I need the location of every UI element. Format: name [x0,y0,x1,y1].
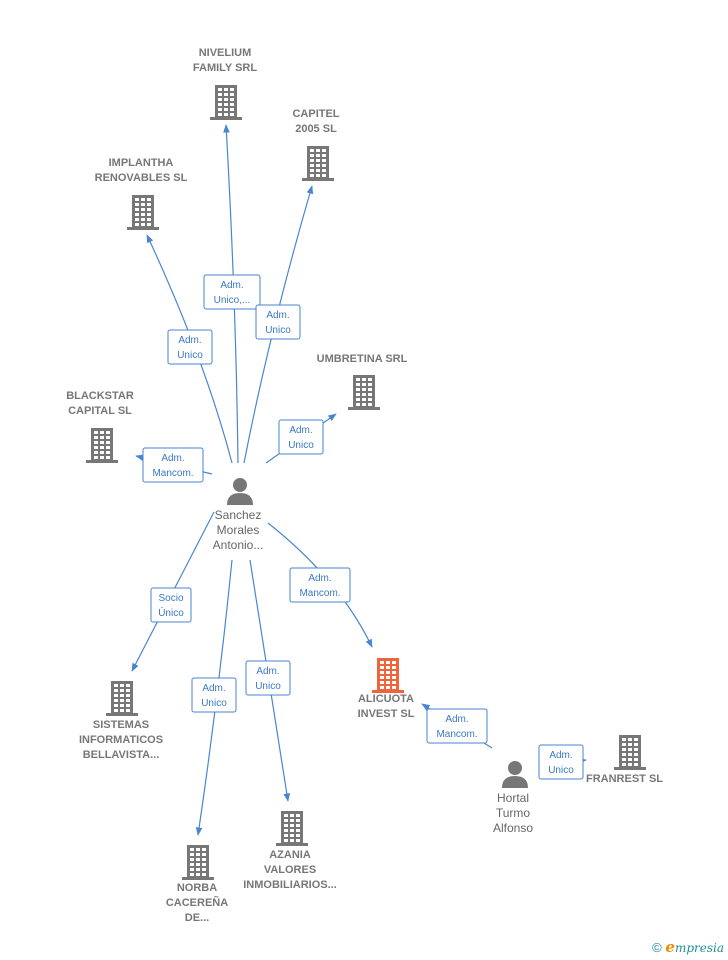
building-icon[interactable] [210,85,242,120]
edge-label-text: Único [158,606,184,619]
edge-franrest[interactable]: Adm. Unico [538,744,587,780]
edge-label-text: Unico [548,765,574,776]
edge-label-text: Unico [265,325,291,336]
edge-label-text: Mancom. [436,729,477,740]
edge-label-box[interactable] [167,329,213,365]
building-icon[interactable] [372,658,404,693]
edge-label-box[interactable] [150,587,192,623]
node-label[interactable]: INMOBILIARIOS... [243,879,337,891]
node-alicuota[interactable]: ALICUOTA INVEST SL [358,658,415,720]
node-implantha[interactable]: IMPLANTHA RENOVABLES SL [95,157,188,230]
edge-capitel[interactable]: Adm. Unico [243,185,314,464]
building-icon[interactable] [127,195,159,230]
node-label[interactable]: NIVELIUM [199,47,252,59]
node-label[interactable]: 2005 SL [295,123,337,135]
edge-label-box[interactable] [245,660,291,696]
node-label[interactable]: NORBA [177,882,217,894]
edge-label-text: Mancom. [152,468,193,479]
edge-azania[interactable]: Adm. Unico [245,559,291,802]
edge-label-text: Unico [255,681,281,692]
node-label[interactable]: UMBRETINA SRL [317,353,408,365]
edge-label-text: Adm. [549,750,572,761]
node-label[interactable]: BLACKSTAR [66,390,134,402]
edge-implantha[interactable]: Adm. Unico [146,234,233,464]
edge-alicuota-1[interactable]: Adm. Mancom. [267,522,373,648]
edge-label-box[interactable] [255,304,301,340]
edge-label-text: Adm. [202,683,225,694]
edge-label-text: Unico [177,350,203,361]
edge-label-text: Adm. [256,666,279,677]
edge-label-text: Adm. [161,453,184,464]
edge-label-box[interactable] [538,744,584,780]
copyright-icon: © [652,940,662,955]
node-label[interactable]: INVEST SL [358,708,415,720]
brand-logo: empresia [665,938,724,956]
node-label[interactable]: SISTEMAS [93,719,149,731]
node-label[interactable]: Antonio... [213,538,264,552]
node-label[interactable]: INFORMATICOS [79,734,163,746]
edge-label-text: Unico [201,698,227,709]
building-icon[interactable] [106,681,138,716]
edge-label-text: Mancom. [299,588,340,599]
edge-label-box[interactable] [203,274,261,310]
building-icon[interactable] [86,428,118,463]
person-icon[interactable] [502,761,528,788]
edge-blackstar[interactable]: Adm. Mancom. [135,447,213,483]
building-icon[interactable] [182,845,214,880]
edge-label-box[interactable] [142,447,204,483]
node-label[interactable]: CAPITAL SL [68,405,132,417]
edge-label-text: Adm. [178,335,201,346]
edge-label-text: Adm. [445,714,468,725]
node-norba[interactable]: NORBA CACEREÑA DE... [166,845,228,924]
node-azania[interactable]: AZANIA VALORES INMOBILIARIOS... [243,811,337,891]
building-icon[interactable] [348,375,380,410]
person-icon[interactable] [227,478,253,505]
building-icon[interactable] [302,146,334,181]
node-label[interactable]: Hortal [497,791,529,805]
edge-label-box[interactable] [289,567,351,603]
edge-label-text: Adm. [308,573,331,584]
edge-label-text: Adm. [289,425,312,436]
node-label[interactable]: Turmo [496,806,531,820]
edge-nivelium[interactable]: Adm. Unico,... [203,124,261,464]
edge-umbretina[interactable]: Adm. Unico [265,413,337,464]
node-label[interactable]: BELLAVISTA... [83,749,160,761]
edge-label-text: Adm. [220,280,243,291]
node-label[interactable]: IMPLANTHA [109,157,174,169]
node-label[interactable]: AZANIA [269,849,311,861]
node-franrest[interactable]: FRANREST SL [586,735,663,785]
node-label[interactable]: RENOVABLES SL [95,172,188,184]
node-label[interactable]: DE... [185,912,209,924]
edge-label-text: Adm. [266,310,289,321]
edge-label-text: Unico [288,440,314,451]
node-label[interactable]: Sanchez [215,508,262,522]
building-icon[interactable] [276,811,308,846]
footer-brand[interactable]: © empresia [652,938,724,956]
node-label[interactable]: VALORES [264,864,316,876]
edge-label-box[interactable] [278,419,324,455]
node-label[interactable]: FRANREST SL [586,773,663,785]
edge-label-text: Socio [158,593,183,604]
node-sistemas[interactable]: SISTEMAS INFORMATICOS BELLAVISTA... [79,681,163,761]
edge-label-box[interactable] [191,677,237,713]
node-nivelium[interactable]: NIVELIUM FAMILY SRL [193,47,257,120]
node-label[interactable]: FAMILY SRL [193,62,257,74]
node-blackstar[interactable]: BLACKSTAR CAPITAL SL [66,390,134,463]
edge-alicuota-2[interactable]: Adm. Mancom. [421,703,493,749]
node-label[interactable]: CAPITEL [292,108,339,120]
building-icon[interactable] [614,735,646,770]
node-label[interactable]: CACEREÑA [166,896,228,909]
node-label[interactable]: ALICUOTA [358,693,414,705]
edge-label-box[interactable] [426,708,488,744]
node-capitel[interactable]: CAPITEL 2005 SL [292,108,340,181]
node-umbretina[interactable]: UMBRETINA SRL [317,353,408,410]
edge-label-text: Unico,... [214,295,251,306]
node-sanchez[interactable]: SanchezMoralesAntonio... [213,478,264,552]
node-label[interactable]: Morales [217,523,260,537]
node-label[interactable]: Alfonso [493,821,533,835]
edge-norba[interactable]: Adm. Unico [191,559,237,836]
